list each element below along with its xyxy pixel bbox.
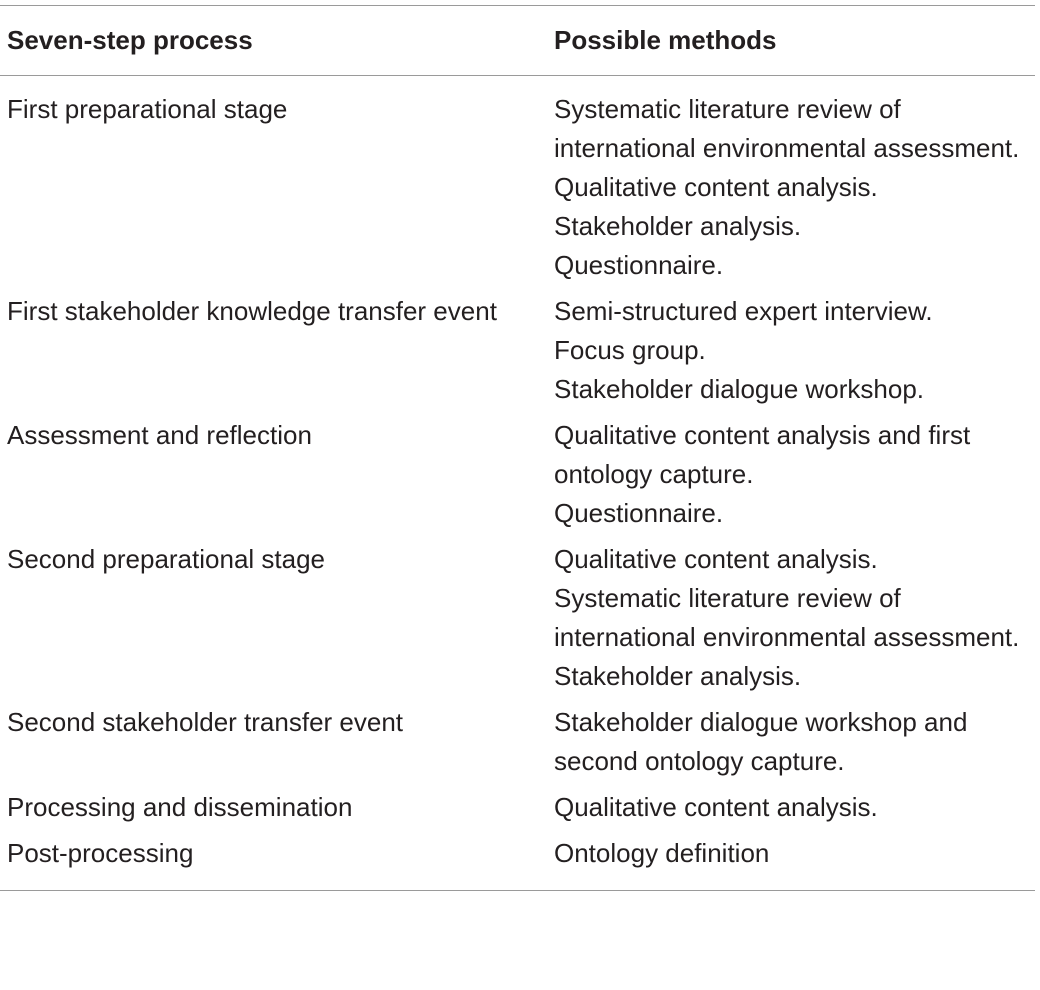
method-item: Qualitative content analysis. (554, 792, 878, 822)
method-item: Stakeholder dialogue workshop and second… (554, 707, 968, 776)
step-cell: Assessment and reflection (7, 420, 312, 450)
table-row: Post-processing Ontology definition (0, 834, 1035, 873)
step-cell: Second preparational stage (7, 544, 326, 574)
method-item: Stakeholder analysis. (554, 211, 802, 241)
step-cell: Post-processing (7, 838, 194, 868)
method-item: Focus group. (554, 335, 706, 365)
table-row: Second stakeholder transfer event Stakeh… (0, 703, 1035, 781)
method-item: Semi-structured expert interview. (554, 296, 933, 326)
header-seven-step-process: Seven-step process (7, 25, 253, 55)
step-cell: First stakeholder knowledge transfer eve… (7, 296, 497, 326)
methods-cell: Ontology definition (548, 834, 1035, 873)
step-cell: First preparational stage (7, 94, 288, 124)
method-item: Qualitative content analysis. (554, 544, 878, 574)
method-item: Systematic literature review of internat… (554, 583, 1020, 652)
table-header-row: Seven-step process Possible methods (0, 6, 1035, 76)
method-item: Questionnaire. (554, 498, 724, 528)
process-methods-table: Seven-step process Possible methods Firs… (0, 5, 1035, 891)
method-item: Qualitative content analysis. (554, 172, 878, 202)
methods-cell: Stakeholder dialogue workshop and second… (548, 703, 1035, 781)
methods-cell: Qualitative content analysis. (548, 788, 1035, 827)
method-item: Ontology definition (554, 838, 770, 868)
step-cell: Processing and dissemination (7, 792, 353, 822)
table-row: Second preparational stage Qualitative c… (0, 540, 1035, 696)
method-item: Questionnaire. (554, 250, 724, 280)
methods-cell: Qualitative content analysis. Systematic… (548, 540, 1035, 696)
table-row: Assessment and reflection Qualitative co… (0, 416, 1035, 533)
methods-cell: Systematic literature review of internat… (548, 90, 1035, 285)
method-item: Stakeholder analysis. (554, 661, 802, 691)
method-item: Stakeholder dialogue workshop. (554, 374, 925, 404)
methods-cell: Semi-structured expert interview. Focus … (548, 292, 1035, 409)
methods-cell: Qualitative content analysis and first o… (548, 416, 1035, 533)
table-body: First preparational stage Systematic lit… (0, 76, 1035, 890)
table-row: Processing and dissemination Qualitative… (0, 788, 1035, 827)
method-item: Systematic literature review of internat… (554, 94, 1020, 163)
table-row: First preparational stage Systematic lit… (0, 90, 1035, 285)
method-item: Qualitative content analysis and first o… (554, 420, 971, 489)
step-cell: Second stakeholder transfer event (7, 707, 404, 737)
table-row: First stakeholder knowledge transfer eve… (0, 292, 1035, 409)
header-possible-methods: Possible methods (554, 25, 777, 55)
